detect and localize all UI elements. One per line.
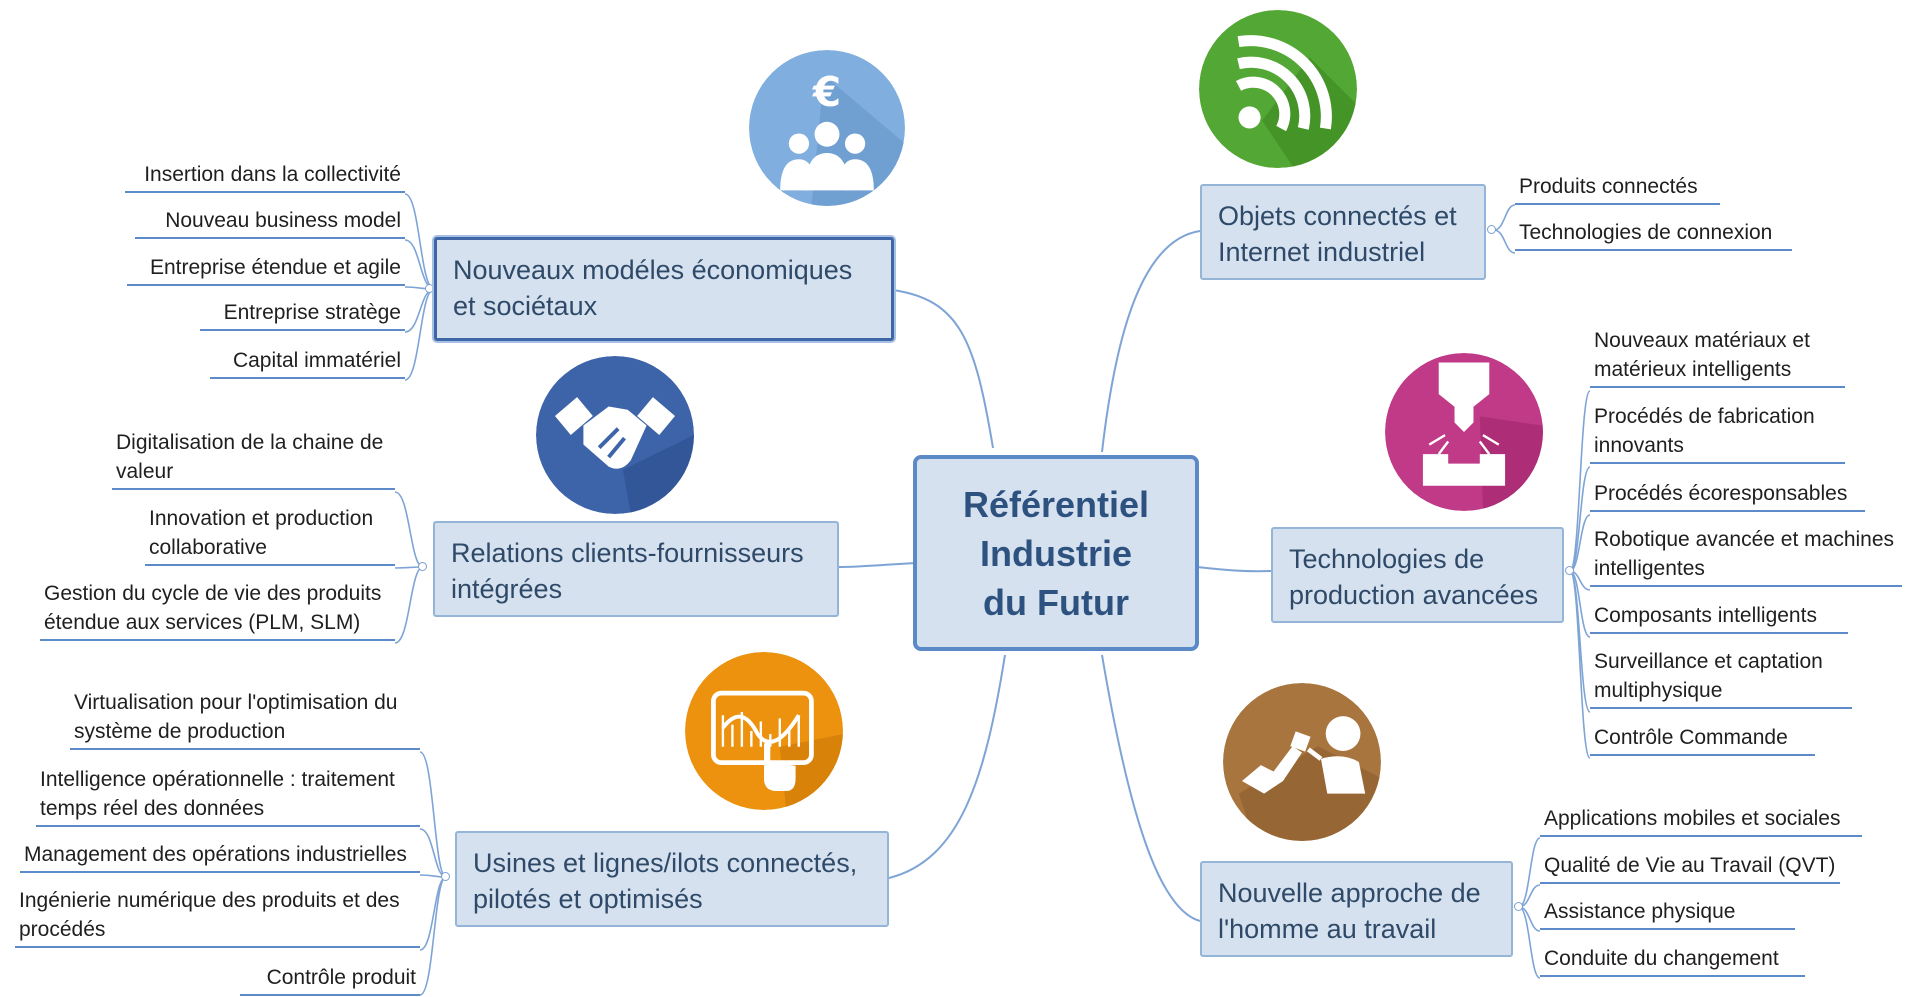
leaf-label: Innovation et production collaborative: [149, 507, 374, 559]
leaf-label: Insertion dans la collectivité: [144, 163, 401, 186]
leaf-label: Surveillance et captation multiphysique: [1594, 650, 1823, 702]
leaf-label: Digitalisation de la chaine de valeur: [116, 431, 384, 483]
branch-relations[interactable]: Relations clients-fournisseurs intégrées: [433, 521, 839, 617]
leaf-label: Management des opérations industrielles: [24, 843, 407, 866]
link-center-objets: [1101, 230, 1201, 453]
leaf-label: Contrôle Commande: [1594, 726, 1788, 749]
branch-usines[interactable]: Usines et lignes/ilots connectés, piloté…: [455, 831, 889, 927]
connector-knob[interactable]: [1565, 566, 1574, 575]
rss-feed-icon: [1199, 10, 1357, 168]
leaf-label: Applications mobiles et sociales: [1544, 807, 1841, 830]
link-center-homme: [1101, 654, 1201, 922]
link-center-usines: [888, 654, 1006, 879]
link-center-models: [892, 289, 994, 449]
branch-homme[interactable]: Nouvelle approche de l'homme au travail: [1200, 861, 1513, 957]
leaf-technologies-6[interactable]: Surveillance et captation multiphysique: [1590, 647, 1852, 709]
center-title-line-2: Industrie: [979, 532, 1132, 574]
leaf-models-1[interactable]: Insertion dans la collectivité: [125, 160, 405, 193]
branch-objets-label: Objets connectés et Internet industriel: [1218, 201, 1457, 267]
euro-people-icon: €: [749, 50, 905, 206]
robot-arm-worker-icon: [1223, 683, 1381, 841]
handshake-icon: [536, 356, 694, 514]
leaf-usines-2[interactable]: Intelligence opérationnelle : traitement…: [36, 765, 420, 827]
leaf-label: Conduite du changement: [1544, 947, 1779, 970]
leaf-label: Entreprise étendue et agile: [149, 256, 401, 279]
center-node[interactable]: Référentiel Industrie du Futur: [913, 455, 1199, 651]
leaf-models-5[interactable]: Capital immatériel: [210, 346, 405, 379]
leaf-label: Capital immatériel: [232, 349, 401, 372]
branch-relations-label: Relations clients-fournisseurs intégrées: [451, 538, 804, 604]
tablet-chart-icon: [685, 652, 843, 810]
leaf-usines-5[interactable]: Contrôle produit: [240, 963, 420, 996]
leaf-label: Entreprise stratège: [223, 301, 401, 324]
leaf-label: Qualité de Vie au Travail (QVT): [1544, 854, 1836, 877]
branch-homme-label: Nouvelle approche de l'homme au travail: [1218, 878, 1481, 944]
leaf-homme-1[interactable]: Applications mobiles et sociales: [1540, 804, 1862, 837]
center-title-line-1: Référentiel: [962, 483, 1150, 525]
center-title-line-3: du Futur: [983, 581, 1129, 623]
leaf-models-3[interactable]: Entreprise étendue et agile: [127, 253, 405, 286]
leaf-usines-3[interactable]: Management des opérations industrielles: [20, 840, 420, 873]
leaf-objets-1[interactable]: Produits connectés: [1515, 172, 1720, 205]
leaf-technologies-2[interactable]: Procédés de fabrication innovants: [1590, 402, 1845, 464]
branch-usines-label: Usines et lignes/ilots connectés, piloté…: [473, 848, 858, 914]
leaf-label: Intelligence opérationnelle : traitement…: [40, 768, 395, 820]
leaf-technologies-7[interactable]: Contrôle Commande: [1590, 723, 1815, 756]
leaf-label: Contrôle produit: [266, 966, 416, 989]
leaf-label: Composants intelligents: [1594, 604, 1817, 627]
machine-tool-icon: [1385, 353, 1543, 511]
branch-objets[interactable]: Objets connectés et Internet industriel: [1200, 184, 1486, 280]
leaf-technologies-1[interactable]: Nouveaux matériaux et matérieux intellig…: [1590, 326, 1845, 388]
connector-knob[interactable]: [1487, 225, 1496, 234]
link-center-relations: [838, 562, 916, 568]
leaf-label: Virtualisation pour l'optimisation du sy…: [74, 691, 398, 743]
leaf-label: Produits connectés: [1519, 175, 1698, 198]
link-center-technologies: [1196, 566, 1272, 573]
leaf-label: Gestion du cycle de vie des produits éte…: [44, 582, 382, 634]
leaf-technologies-4[interactable]: Robotique avancée et machines intelligen…: [1590, 525, 1902, 587]
leaf-homme-3[interactable]: Assistance physique: [1540, 897, 1795, 930]
connector-knob[interactable]: [418, 562, 427, 571]
branch-models[interactable]: Nouveaux modéles économiques et sociétau…: [434, 237, 894, 341]
leaf-homme-4[interactable]: Conduite du changement: [1540, 944, 1805, 977]
leaf-models-2[interactable]: Nouveau business model: [135, 206, 405, 239]
leaf-label: Nouveaux matériaux et matérieux intellig…: [1594, 329, 1810, 381]
leaf-usines-1[interactable]: Virtualisation pour l'optimisation du sy…: [70, 688, 420, 750]
leaf-label: Nouveau business model: [165, 209, 401, 232]
leaf-relations-2[interactable]: Innovation et production collaborative: [145, 504, 395, 566]
branch-technologies-label: Technologies de production avancées: [1289, 544, 1539, 610]
leaf-label: Technologies de connexion: [1519, 221, 1773, 244]
leaf-label: Robotique avancée et machines intelligen…: [1594, 528, 1895, 580]
leaf-technologies-3[interactable]: Procédés écoresponsables: [1590, 479, 1865, 512]
leaf-models-4[interactable]: Entreprise stratège: [200, 298, 405, 331]
svg-text:€: €: [812, 68, 841, 116]
connector-knob[interactable]: [1514, 902, 1523, 911]
leaf-objets-2[interactable]: Technologies de connexion: [1515, 218, 1792, 251]
leaf-label: Assistance physique: [1544, 900, 1736, 923]
leaf-relations-1[interactable]: Digitalisation de la chaine de valeur: [112, 428, 395, 490]
connector-knob[interactable]: [441, 872, 450, 881]
branch-technologies[interactable]: Technologies de production avancées: [1271, 527, 1564, 623]
leaf-relations-3[interactable]: Gestion du cycle de vie des produits éte…: [40, 579, 395, 641]
leaf-label: Ingénierie numérique des produits et des…: [19, 889, 400, 941]
leaf-label: Procédés de fabrication innovants: [1594, 405, 1815, 457]
branch-models-label: Nouveaux modéles économiques et sociétau…: [453, 255, 853, 321]
leaf-technologies-5[interactable]: Composants intelligents: [1590, 601, 1848, 634]
leaf-usines-4[interactable]: Ingénierie numérique des produits et des…: [15, 886, 420, 948]
leaf-homme-2[interactable]: Qualité de Vie au Travail (QVT): [1540, 851, 1840, 884]
leaf-label: Procédés écoresponsables: [1594, 482, 1848, 505]
connector-knob[interactable]: [425, 284, 434, 293]
